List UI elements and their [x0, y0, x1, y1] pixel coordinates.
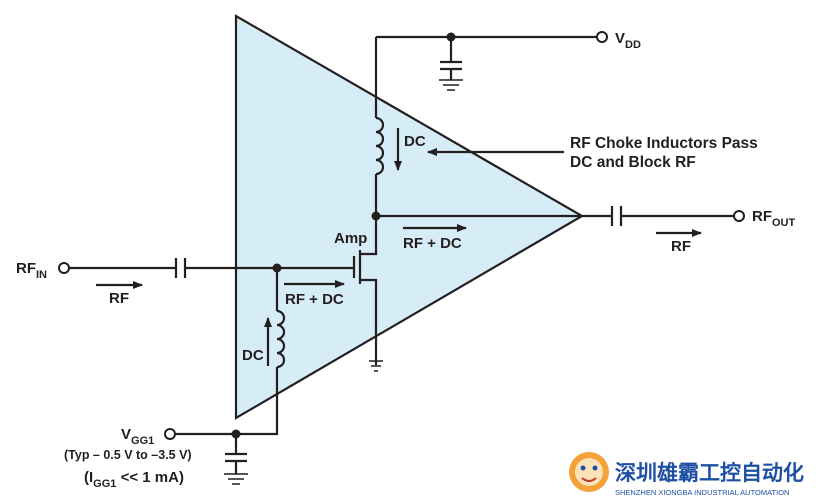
- choke-annotation-line2: DC and Block RF: [570, 154, 696, 171]
- vgg-label: VGG1: [121, 426, 154, 447]
- rf-in-arrow-label: RF: [109, 290, 129, 307]
- rf-dc-in-label: RF + DC: [285, 291, 344, 308]
- amp-label: Amp: [334, 230, 367, 247]
- rfin-label: RFIN: [16, 260, 47, 281]
- watermark: 深圳雄霸工控自动化 SHENZHEN XIONGBA INDUSTRIAL AU…: [569, 452, 804, 497]
- rf-out-arrow-label: RF: [671, 238, 691, 255]
- rf-output-path: [376, 206, 745, 226]
- watermark-cn: 深圳雄霸工控自动化: [615, 461, 804, 485]
- source-ground: [369, 360, 383, 372]
- watermark-logo-icon: [569, 452, 609, 492]
- transistor: [352, 216, 383, 372]
- vgg-typ-range: (Typ – 0.5 V to –3.5 V): [64, 448, 192, 462]
- vdd-rail: [371, 31, 608, 221]
- dc-label-bottom: DC: [242, 347, 264, 364]
- choke-annotation-line1: RF Choke Inductors Pass: [570, 135, 758, 152]
- rf-dc-out-label: RF + DC: [403, 235, 462, 252]
- dc-label-top: DC: [404, 133, 426, 150]
- vdd-label: VDD: [615, 30, 641, 51]
- watermark-en: SHENZHEN XIONGBA INDUSTRIAL AUTOMATION: [615, 488, 789, 497]
- igg-label: (IGG1 << 1 mA): [84, 469, 184, 490]
- gate-choke-path: [164, 268, 286, 485]
- rf-input-path: [58, 258, 354, 278]
- rfout-label: RFOUT: [752, 208, 796, 229]
